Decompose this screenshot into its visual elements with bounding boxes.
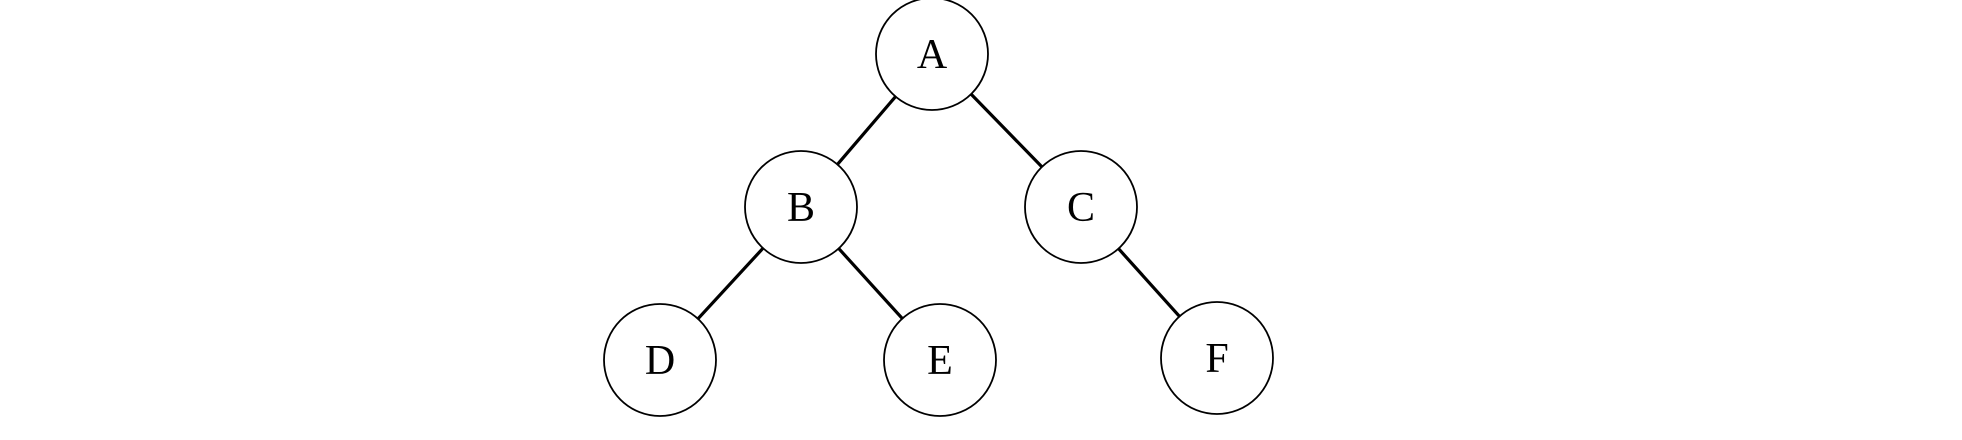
node-label-c: C <box>1067 185 1095 231</box>
node-label-e: E <box>927 338 953 384</box>
node-label-b: B <box>787 185 815 231</box>
edge-b-d <box>696 247 765 320</box>
node-circle-c[interactable] <box>1024 150 1138 264</box>
edge-a-c <box>969 93 1044 168</box>
node-a[interactable]: A <box>875 0 989 111</box>
edge-c-f <box>1117 247 1181 318</box>
node-circle-e[interactable] <box>883 303 997 417</box>
node-e[interactable]: E <box>883 303 997 417</box>
node-label-a: A <box>917 32 948 78</box>
edges-layer <box>696 93 1181 320</box>
node-circle-f[interactable] <box>1160 301 1274 415</box>
node-label-f: F <box>1205 336 1228 382</box>
node-c[interactable]: C <box>1024 150 1138 264</box>
node-f[interactable]: F <box>1160 301 1274 415</box>
nodes-layer: A B C D E F <box>603 0 1274 417</box>
node-circle-d[interactable] <box>603 303 717 417</box>
edge-b-e <box>837 247 904 320</box>
node-d[interactable]: D <box>603 303 717 417</box>
node-circle-a[interactable] <box>875 0 989 111</box>
edge-a-b <box>836 95 897 166</box>
node-label-d: D <box>645 338 675 384</box>
node-circle-b[interactable] <box>744 150 858 264</box>
node-b[interactable]: B <box>744 150 858 264</box>
